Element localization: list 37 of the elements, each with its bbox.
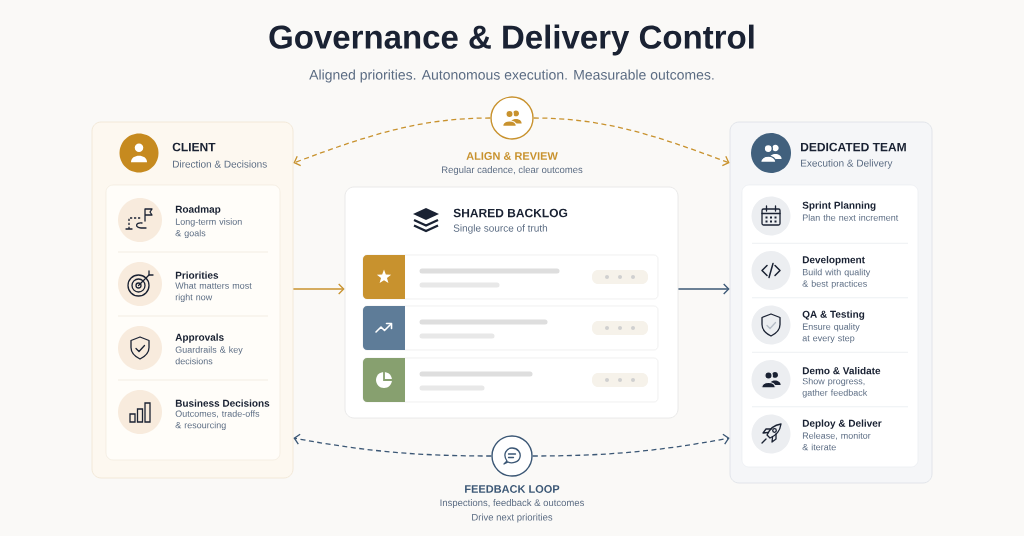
item-description: Show progress, gather feedback bbox=[802, 377, 868, 398]
hub-description: Regular cadence, clear outcomes bbox=[442, 166, 583, 175]
curved-arrow bbox=[532, 433, 730, 457]
item-title: Demo & Validate bbox=[802, 366, 881, 375]
curved-arrow bbox=[293, 433, 492, 457]
board-subheading: Single source of truth bbox=[453, 224, 548, 234]
item-title: Approvals bbox=[175, 333, 224, 343]
panel-heading: DEDICATED TEAM bbox=[801, 142, 906, 152]
item-description: Long-term vision & goals bbox=[175, 218, 242, 239]
curved-arrow bbox=[293, 117, 491, 167]
item-description: Build with quality & best practices bbox=[802, 268, 871, 289]
item-description: What matters most right now bbox=[175, 282, 252, 303]
panel-heading: CLIENT bbox=[172, 142, 216, 152]
curved-arrow bbox=[533, 117, 730, 167]
arrow bbox=[292, 283, 345, 295]
item-description: Outcomes, trade-offs & resourcing bbox=[175, 410, 260, 431]
item-title: Deploy & Deliver bbox=[802, 419, 882, 429]
item-description: Plan the next increment bbox=[802, 214, 899, 221]
item-title: Sprint Planning bbox=[802, 201, 876, 211]
hub-description: Inspections, feedback & outcomes bbox=[440, 499, 584, 508]
item-description: Guardrails & key decisions bbox=[175, 346, 243, 365]
item-title: Priorities bbox=[175, 271, 219, 279]
item-title: Business Decisions bbox=[175, 399, 270, 407]
panel-subheading: Direction & Decisions bbox=[173, 160, 267, 168]
hub-description: Drive next priorities bbox=[472, 513, 553, 523]
item-description: Release, monitor & iterate bbox=[802, 432, 871, 451]
item-description: Ensure quality at every step bbox=[802, 323, 860, 344]
hub-heading: FEEDBACK LOOP bbox=[465, 485, 560, 493]
hub-heading: ALIGN & REVIEW bbox=[466, 152, 558, 160]
subtitle: Aligned priorities. Autonomous execution. Measurable outcomes. bbox=[309, 69, 714, 83]
title: Governance & Delivery Control bbox=[269, 24, 754, 56]
item-title: Development bbox=[802, 256, 865, 266]
panel-subheading: Execution & Delivery bbox=[801, 159, 893, 169]
arrow bbox=[677, 283, 730, 295]
item-title: QA & Testing bbox=[802, 310, 865, 320]
board-heading: SHARED BACKLOG bbox=[453, 208, 568, 218]
item-title: Roadmap bbox=[175, 205, 221, 215]
